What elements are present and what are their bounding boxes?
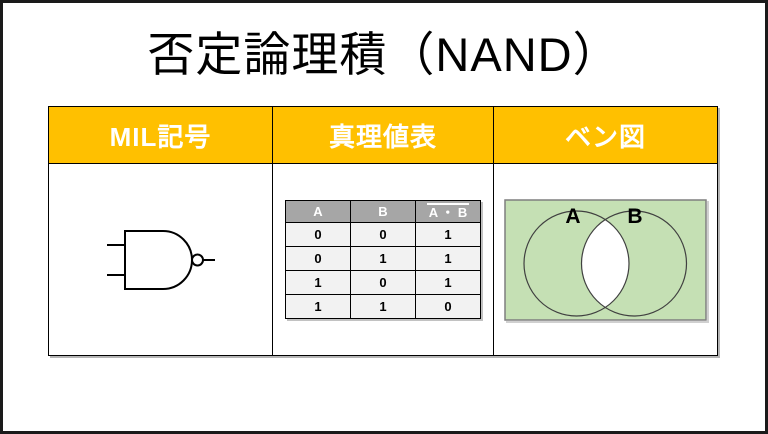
truth-header-out: A ・ B bbox=[415, 200, 481, 223]
truth-cell: 1 bbox=[350, 246, 416, 271]
truth-cell: 1 bbox=[415, 222, 481, 247]
venn-diagram-cell: A B bbox=[494, 164, 717, 355]
truth-table-cell: A B A ・ B 0 0 1 0 1 1 bbox=[273, 164, 494, 355]
truth-table: A B A ・ B 0 0 1 0 1 1 bbox=[285, 200, 481, 319]
nand-gate-symbol bbox=[106, 229, 215, 290]
truth-cell: 0 bbox=[285, 222, 351, 247]
column-header-truth: 真理値表 bbox=[273, 107, 494, 164]
venn-intersection-unshaded bbox=[581, 219, 629, 307]
truth-cell: 0 bbox=[350, 270, 416, 295]
truth-row-2: 0 1 1 bbox=[285, 246, 481, 271]
column-header-venn: ベン図 bbox=[494, 107, 717, 164]
venn-label-b: B bbox=[627, 205, 642, 228]
gate-input-lines bbox=[106, 243, 125, 276]
overline-a-and-b: A ・ B bbox=[426, 202, 470, 220]
negation-bubble bbox=[190, 253, 204, 266]
venn-label-a: A bbox=[565, 205, 580, 228]
truth-table-header-row: A B A ・ B bbox=[285, 200, 481, 223]
truth-cell: 1 bbox=[350, 294, 416, 319]
truth-row-3: 1 0 1 bbox=[285, 270, 481, 295]
truth-cell: 1 bbox=[415, 270, 481, 295]
mil-symbol-cell bbox=[49, 164, 273, 355]
truth-cell: 1 bbox=[285, 294, 351, 319]
truth-cell: 1 bbox=[415, 246, 481, 271]
venn-circle-a bbox=[523, 209, 630, 317]
truth-cell: 0 bbox=[285, 246, 351, 271]
page-title: 否定論理積（NAND） bbox=[147, 28, 621, 81]
truth-row-4: 1 1 0 bbox=[285, 294, 481, 319]
nand-summary-table: MIL記号 真理値表 ベン図 A B A ・ B bbox=[48, 106, 718, 356]
column-header-mil: MIL記号 bbox=[49, 107, 273, 164]
venn-circle-b bbox=[580, 209, 688, 317]
nand-venn-diagram: A B bbox=[504, 198, 707, 321]
truth-header-b: B bbox=[350, 200, 416, 223]
truth-cell: 0 bbox=[350, 222, 416, 247]
truth-header-a: A bbox=[285, 200, 351, 223]
and-gate-body bbox=[123, 229, 193, 290]
truth-row-1: 0 0 1 bbox=[285, 222, 481, 247]
truth-cell: 1 bbox=[285, 270, 351, 295]
truth-cell: 0 bbox=[415, 294, 481, 319]
